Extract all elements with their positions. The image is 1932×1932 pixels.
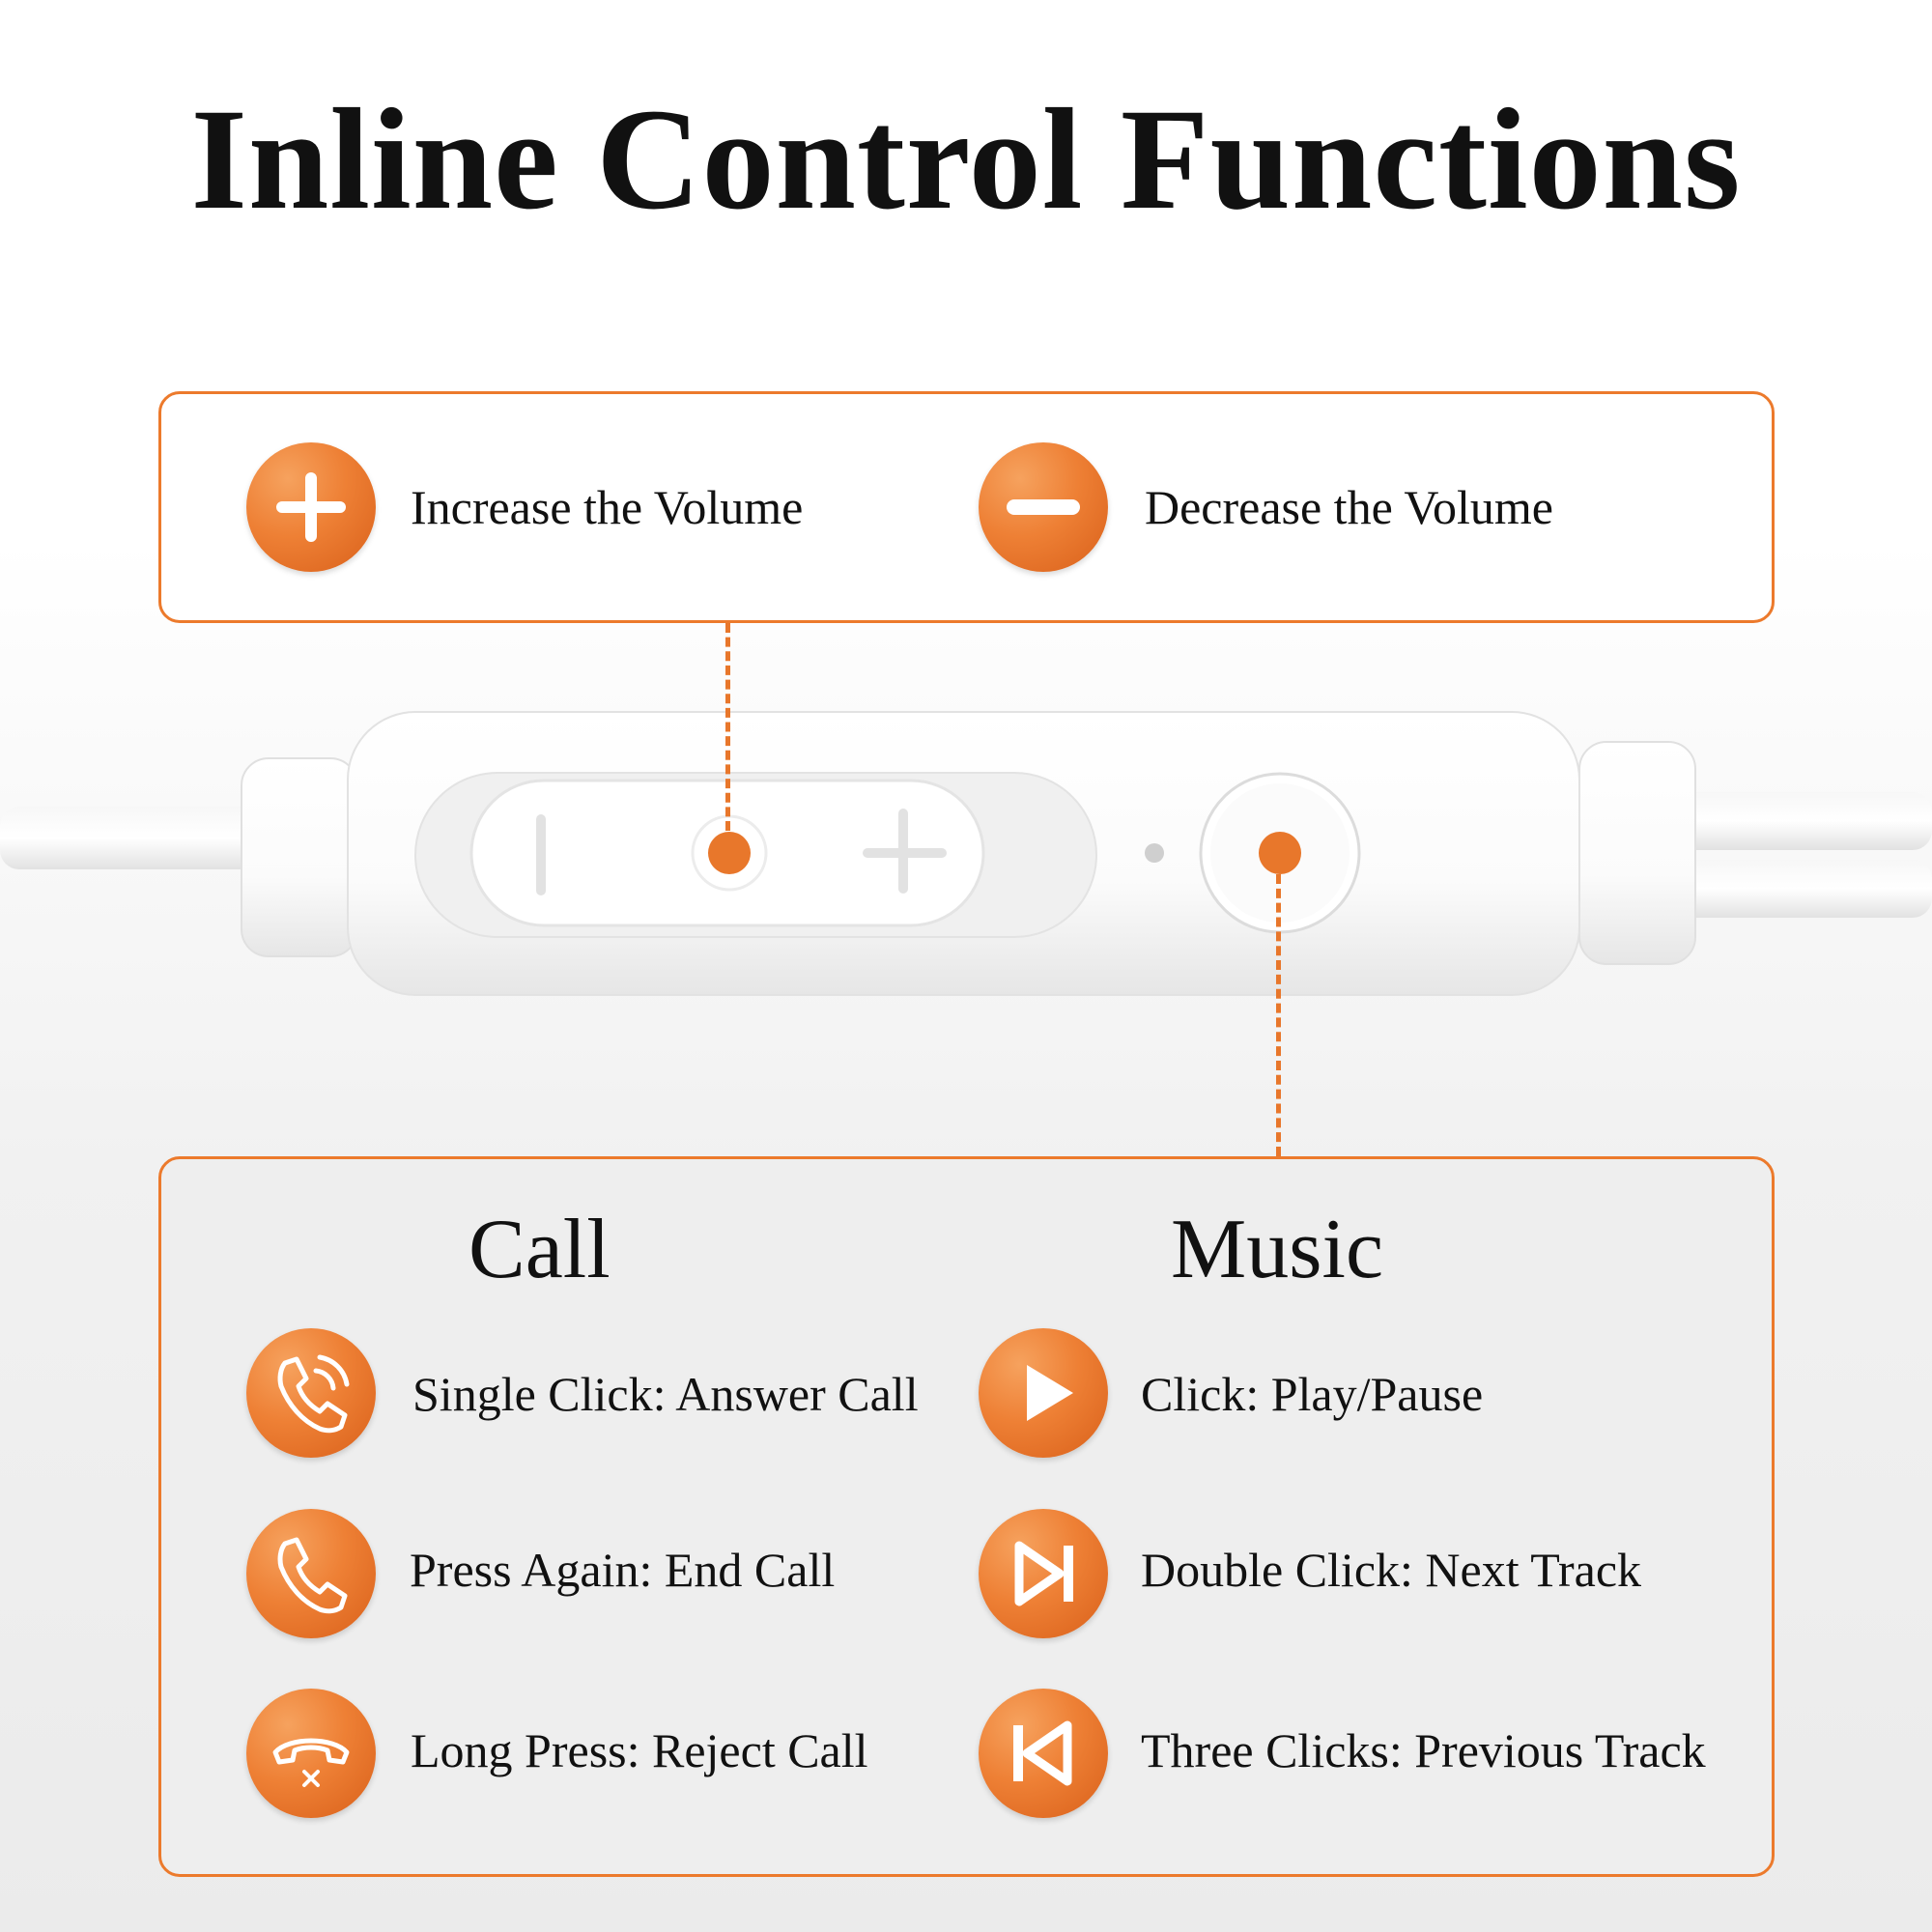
call-heading: Call [469, 1203, 611, 1296]
next-track-icon [979, 1509, 1108, 1638]
decrease-volume-label: Decrease the Volume [1145, 480, 1553, 534]
music-heading: Music [1171, 1203, 1383, 1296]
call-item-answer-label: Single Click: Answer Call [412, 1367, 919, 1421]
plus-icon [246, 442, 376, 572]
call-item-end-label: Press Again: End Call [410, 1543, 836, 1597]
phone-reject-icon [246, 1689, 376, 1818]
music-item-play-label: Click: Play/Pause [1141, 1367, 1484, 1421]
functions-panel [158, 1156, 1775, 1877]
previous-track-icon [979, 1689, 1108, 1818]
volume-leader-line [725, 623, 730, 831]
page-title: Inline Control Functions [190, 79, 1742, 240]
volume-panel [158, 391, 1775, 623]
call-item-reject-label: Long Press: Reject Call [411, 1723, 868, 1777]
music-item-next-label: Double Click: Next Track [1141, 1543, 1642, 1597]
play-icon [979, 1328, 1108, 1458]
minus-icon [979, 442, 1108, 572]
phone-icon [246, 1509, 376, 1638]
phone-ringing-icon [246, 1328, 376, 1458]
music-item-previous-label: Three Clicks: Previous Track [1141, 1723, 1706, 1777]
increase-volume-label: Increase the Volume [411, 480, 804, 534]
button-leader-line [1276, 874, 1281, 1156]
inline-remote-illustration [0, 711, 1932, 996]
